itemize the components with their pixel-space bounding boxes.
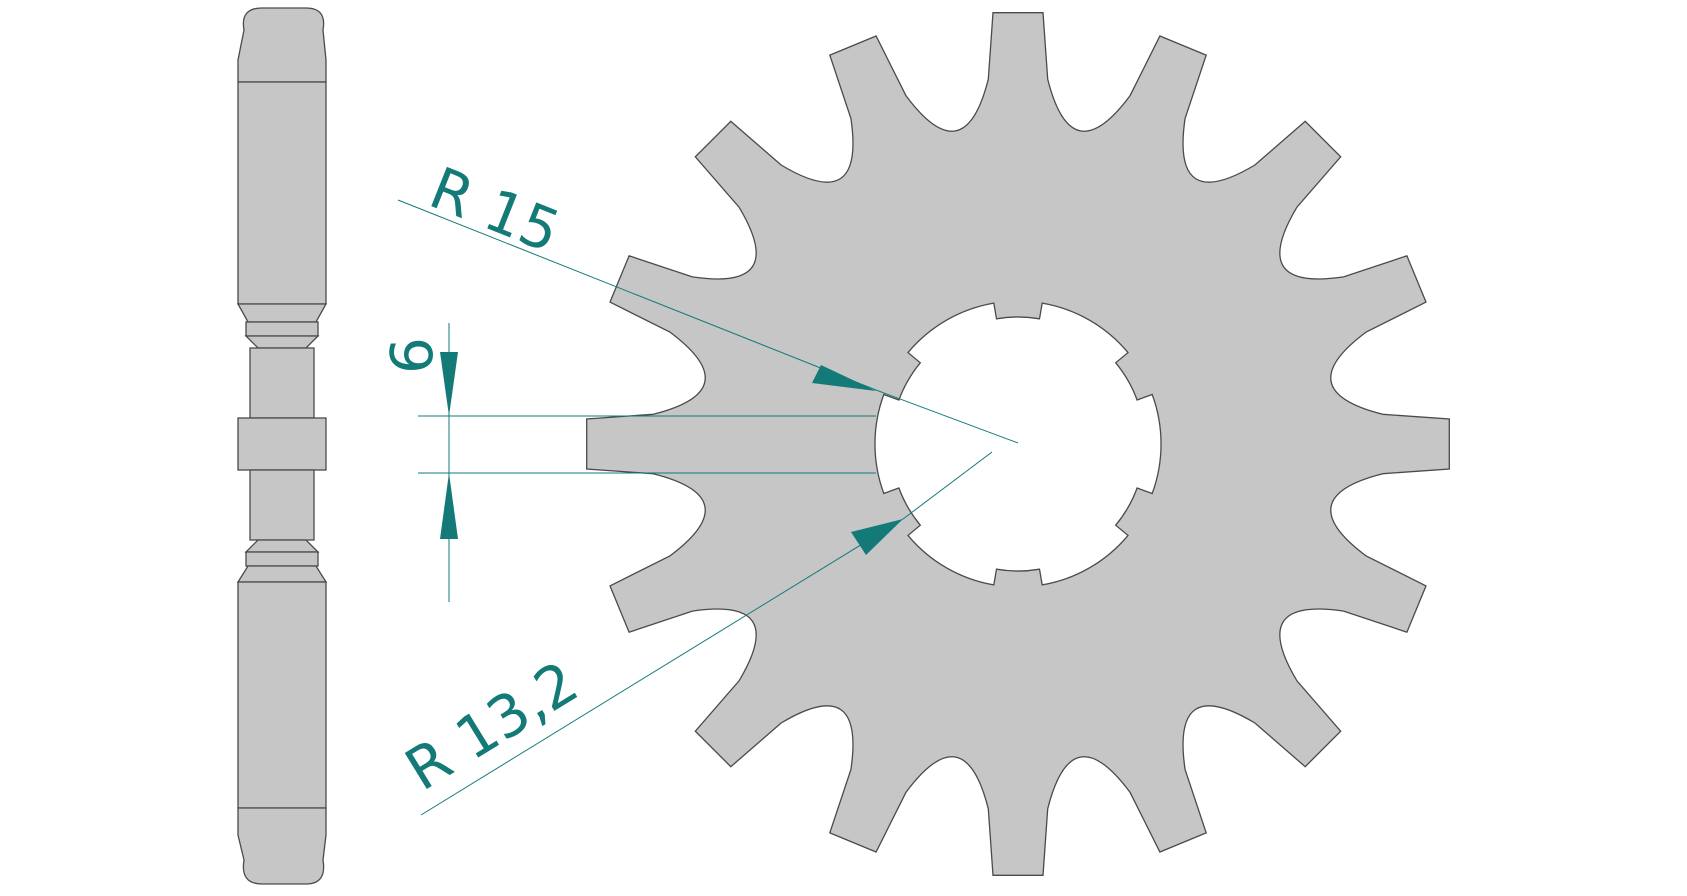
- side-view-lower-bore: [249, 469, 315, 541]
- side-view-lower-tooth: [237, 807, 327, 885]
- side-view-upper-body: [237, 81, 327, 305]
- outer-radius-leader: [397, 199, 877, 391]
- side-view: [236, 7, 328, 885]
- spline-width-label: 6: [378, 337, 446, 374]
- side-view-lower-bevel: [244, 539, 320, 553]
- side-view-spline-flange: [237, 417, 327, 471]
- sprocket-body: [586, 12, 1450, 876]
- dimensions: [397, 199, 1019, 816]
- inner-radius-arrow: [851, 519, 903, 555]
- sprocket-front-view: [586, 12, 1450, 876]
- side-view-upper-chamfer: [236, 303, 328, 323]
- side-view-upper-tooth: [237, 7, 327, 83]
- outer-radius-arrow: [812, 365, 876, 391]
- side-view-upper-bevel: [244, 335, 320, 349]
- inner-radius-label: R 13,2: [394, 648, 590, 804]
- spline-width-arrow-top: [440, 352, 458, 416]
- side-view-lower-chamfer: [236, 565, 328, 583]
- inner-radius-center-line: [902, 451, 993, 520]
- outer-radius-label: R 15: [421, 154, 569, 266]
- dimension-labels: R 15 R 13,2 6: [378, 154, 590, 804]
- side-view-lower-body: [237, 581, 327, 809]
- outer-radius-center-line: [875, 389, 1019, 444]
- side-view-upper-hub: [245, 321, 319, 337]
- side-view-upper-bore: [249, 347, 315, 419]
- inner-radius-leader: [420, 518, 904, 816]
- side-view-lower-hub: [245, 551, 319, 567]
- spline-width-arrow-bottom: [440, 473, 458, 539]
